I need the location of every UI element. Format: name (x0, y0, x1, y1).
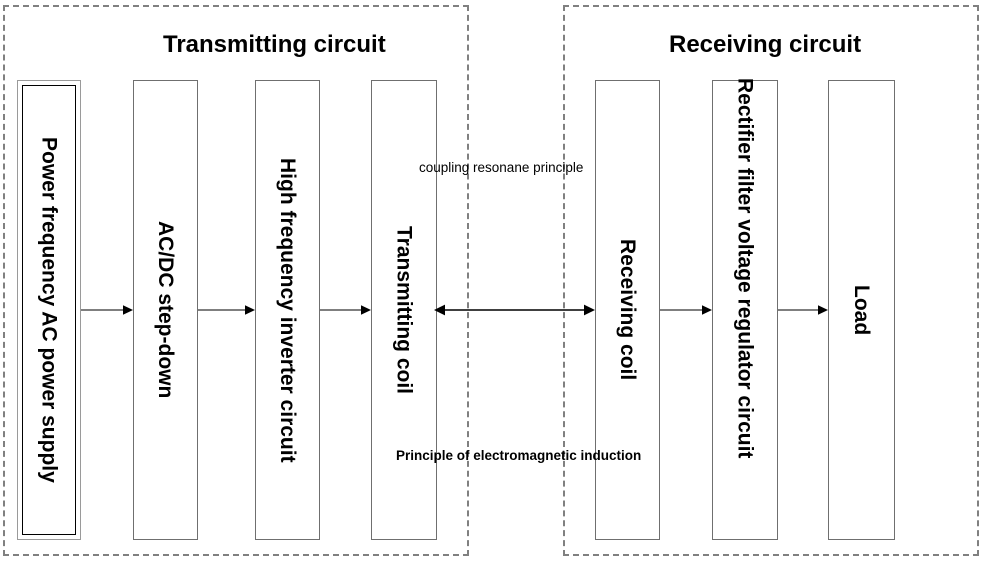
annotation-electromagnetic-induction-principle: Principle of electromagnetic induction (396, 448, 642, 463)
arrow-rectifier-to-load (778, 303, 828, 317)
group-title-receiving: Receiving circuit (669, 31, 862, 58)
block-label-load: Load (850, 284, 873, 336)
arrow-wireless-link-bidirectional (434, 303, 595, 317)
block-label-wrap: High frequency inverter circuit (256, 81, 319, 539)
block-label-wrap: Load (829, 81, 894, 539)
block-receiving-coil: Receiving coil (595, 80, 660, 540)
block-label-hf-inverter: High frequency inverter circuit (276, 157, 299, 463)
group-receiving-circuit (563, 5, 979, 556)
block-label-power-supply: Power frequency AC power supply (37, 137, 61, 483)
annotation-coupling-resonance-principle: coupling resonane principle (419, 160, 584, 175)
block-rectifier-filter-voltage-regulator-circuit: Rectifier filter voltage regulator circu… (712, 78, 778, 540)
block-label-wrap: AC/DC step-down (134, 81, 197, 539)
arrow-hf-inverter-to-tx-coil (320, 303, 371, 317)
block-label-tx-coil: Transmitting coil (392, 225, 416, 395)
block-label-rectifier: Rectifier filter voltage regulator circu… (733, 78, 757, 459)
block-ac-dc-step-down: AC/DC step-down (133, 80, 198, 540)
block-label-rx-coil: Receiving coil (616, 239, 639, 381)
block-label-wrap: Power frequency AC power supply (18, 81, 80, 539)
block-label-wrap: Rectifier filter voltage regulator circu… (713, 78, 777, 539)
block-label-acdc: AC/DC step-down (154, 221, 177, 399)
block-label-wrap: Receiving coil (596, 81, 659, 539)
arrow-rx-coil-to-rectifier (660, 303, 712, 317)
group-transmitting-circuit (3, 5, 469, 556)
block-label-wrap: Transmitting coil (372, 81, 436, 539)
arrow-power-supply-to-acdc (81, 303, 133, 317)
block-load: Load (828, 80, 895, 540)
block-power-frequency-ac-power-supply: Power frequency AC power supply (17, 80, 81, 540)
block-transmitting-coil: Transmitting coil (371, 80, 437, 540)
group-title-transmitting: Transmitting circuit (163, 31, 386, 58)
arrow-acdc-to-hf-inverter (198, 303, 255, 317)
block-high-frequency-inverter-circuit: High frequency inverter circuit (255, 80, 320, 540)
